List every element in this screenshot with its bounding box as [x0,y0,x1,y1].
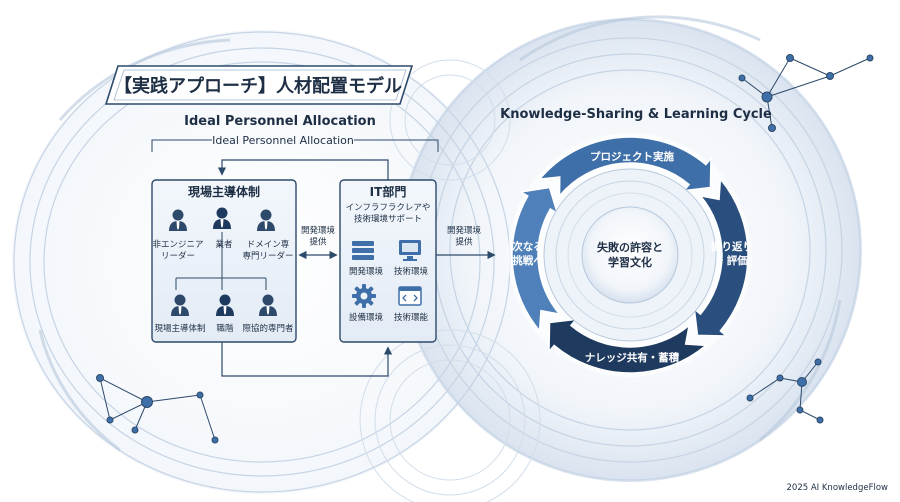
role-top-center: 業者 [215,239,233,250]
monitor-icon [399,240,421,261]
network-graph-bottom-right [746,358,824,424]
it-department-box: IT部門 インフラフラクレアや技術環境サポート 開発環境 技術 [339,179,437,343]
cycle-arrow-left [511,186,562,333]
field-team-box: 現場主導体制 非エンジニアリーダー 業者 ドメイン専専門リーダー 現場主導体制 … [151,179,297,343]
role-top-right: ドメイン専専門リーダー [242,239,293,261]
title-banner: 【実践アプローチ】人材配置モデル [104,65,414,105]
cycle-step-left: 次なる挑戦へ [512,240,544,267]
page-title: 【実践アプローチ】人材配置モデル [114,75,402,97]
cycle-center-label: 失敗の許容と学習文化 [597,240,663,269]
cycle-arrow-right [693,177,749,337]
cycle-step-right: 振り返り・評価 [711,240,753,267]
person-icon [259,294,277,316]
box-connectors [217,159,496,377]
cycle-step-top: プロジェクト実施 [590,150,674,163]
role-top-left: 非エンジニアリーダー [152,239,203,261]
it-item-1: 開発環境 [349,266,384,277]
person-icon [257,209,275,231]
connector-label-between: 開発環境提供 [301,225,336,247]
person-icon [213,207,231,229]
connector-label-to-cycle: 開発環境提供 [447,225,482,247]
cycle-arrow-top [537,136,712,198]
server-icon [352,241,374,260]
network-graph-bottom-left [96,374,219,444]
role-bottom-left: 現場主導体制 [154,323,205,334]
it-box-subtitle: インフラフラクレアや技術環境サポート [346,203,431,224]
it-item-3: 設備環境 [349,312,384,323]
cycle-step-bottom: ナレッジ共有・蓄積 [585,351,680,364]
gear-icon [352,284,376,308]
footer-credit: 2025 AI KnowledgeFlow [787,483,889,493]
right-subtitle: Knowledge-Sharing & Learning Cycle [500,107,772,122]
it-item-4: 技術環能 [394,312,429,323]
it-item-2: 技術環境 [394,266,429,277]
role-bottom-center: 職階 [216,323,234,334]
it-box-title: IT部門 [370,184,407,199]
allocation-bracket [151,139,439,152]
cycle-arrow-bottom [548,318,708,374]
code-window-icon [398,286,422,306]
network-graph-top-right [738,54,874,132]
role-bottom-right: 際協的専門者 [242,323,294,334]
left-subtitle: Ideal Personnel Allocation [184,114,376,129]
person-icon [169,209,187,231]
field-box-title: 現場主導体制 [188,184,260,199]
person-icon [171,294,189,316]
person-icon [216,294,234,316]
bracket-label: Ideal Personnel Allocation [212,134,354,147]
learning-cycle: 失敗の許容と学習文化 [508,133,752,377]
